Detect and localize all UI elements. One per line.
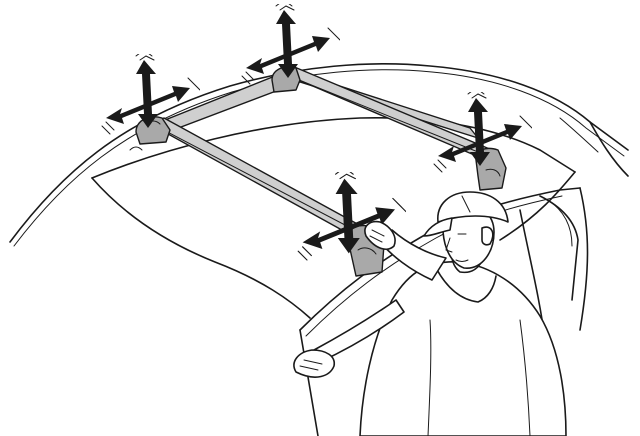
adjust-arrows-icon: [241, 4, 340, 85]
person: [293, 191, 567, 436]
front-crossbar: [149, 117, 373, 241]
front-crossbar-long: [279, 65, 493, 161]
car-body: [9, 62, 629, 436]
